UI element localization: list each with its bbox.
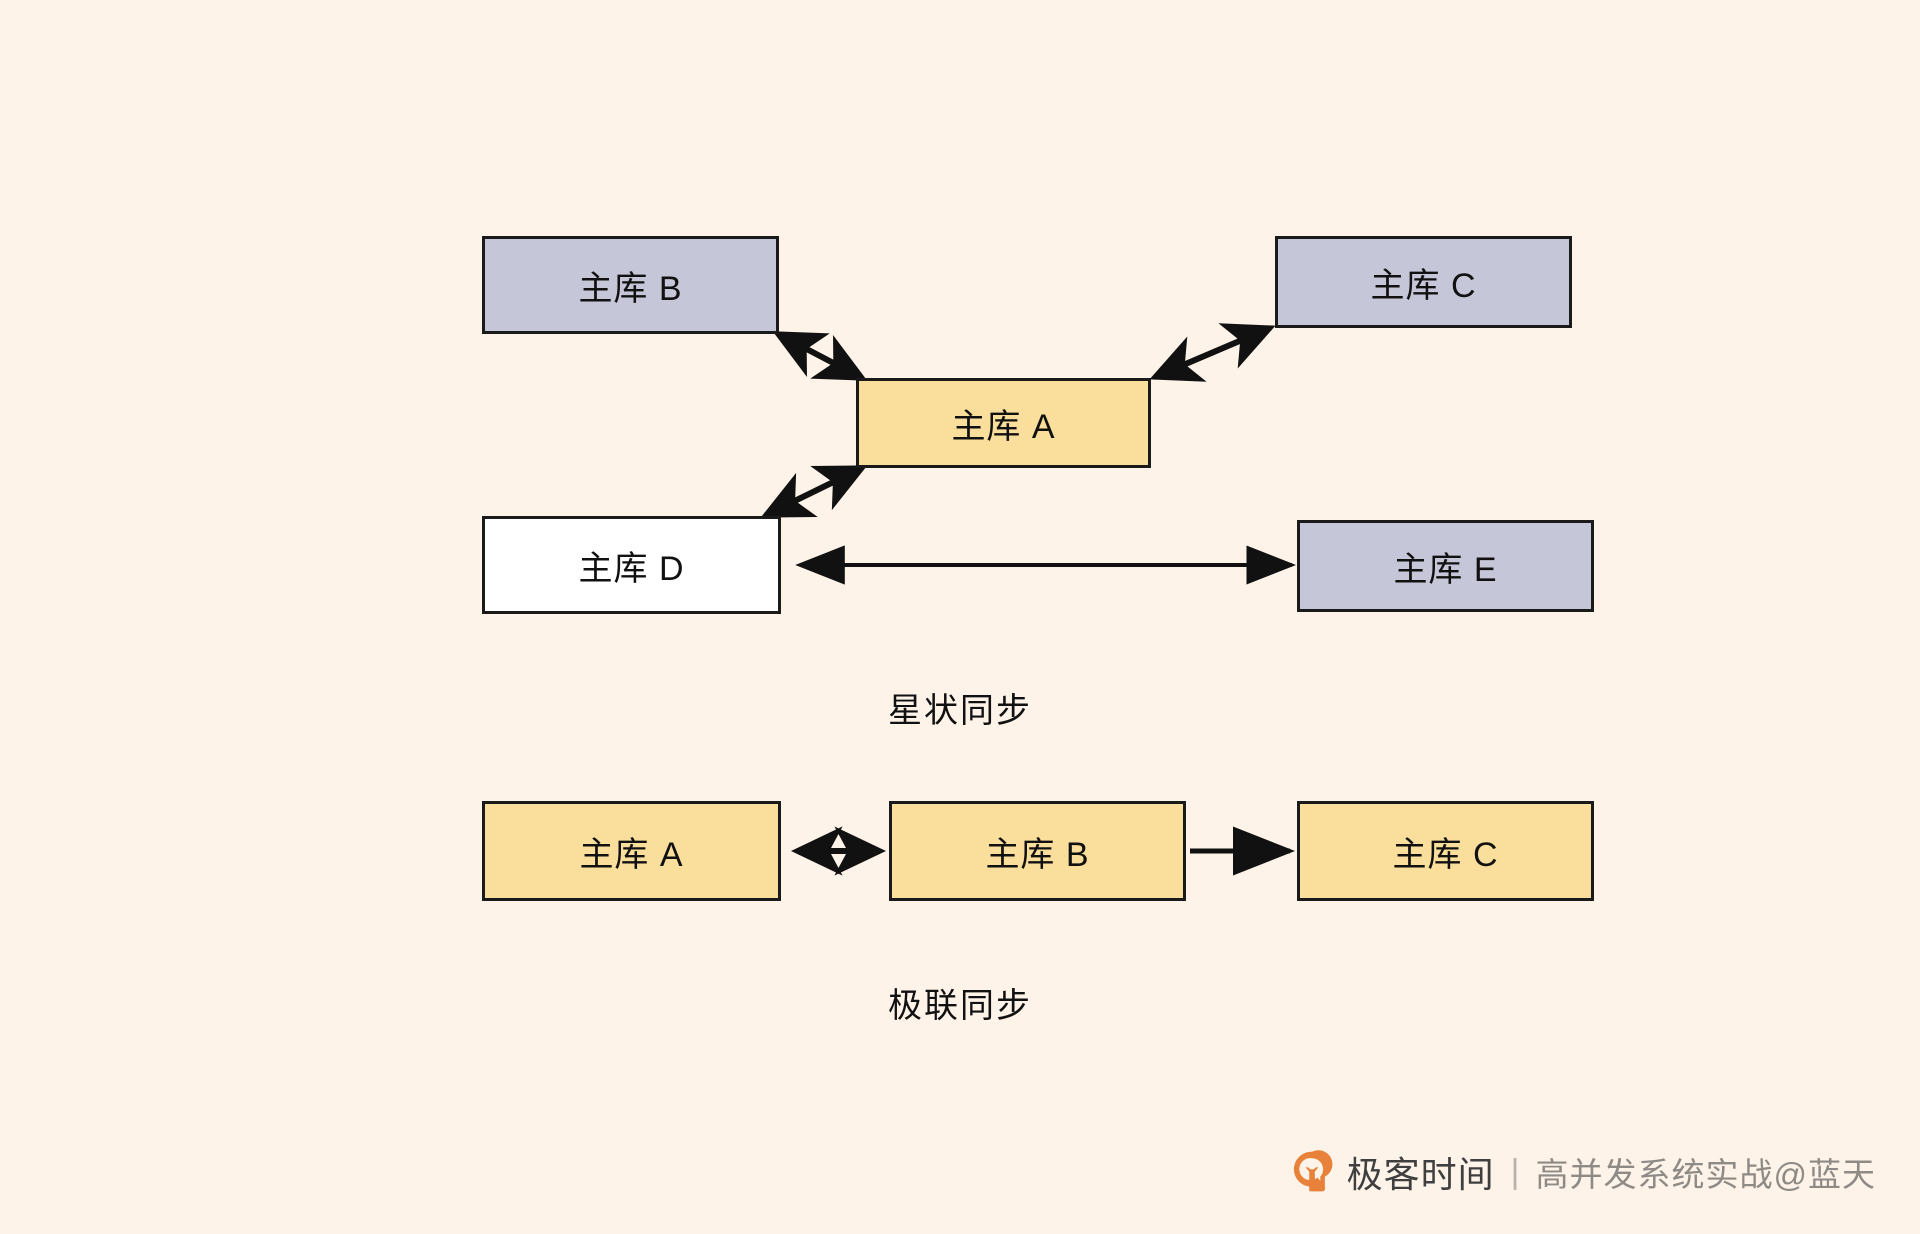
edge-a-d (760, 465, 868, 518)
node-cascade-master-a[interactable]: 主库 A (482, 801, 781, 901)
node-cascade-master-b[interactable]: 主库 B (889, 801, 1186, 901)
geek-time-logo-icon (1293, 1150, 1333, 1192)
node-label: 主库 E (1393, 550, 1498, 589)
caption-cascade-sync: 极联同步 (810, 978, 1110, 1027)
edge-a-c (1149, 323, 1276, 382)
node-label: 主库 A (951, 407, 1056, 446)
node-star-master-b[interactable]: 主库 B (482, 236, 779, 334)
node-star-master-e[interactable]: 主库 E (1297, 520, 1594, 612)
node-star-master-c[interactable]: 主库 C (1275, 236, 1572, 328)
edge-a-b (772, 331, 868, 381)
caption-star-sync: 星状同步 (810, 683, 1110, 732)
watermark: 极客时间 | 高并发系统实战@蓝天 (1289, 1146, 1876, 1198)
node-cascade-master-c[interactable]: 主库 C (1297, 801, 1594, 901)
node-label: 主库 B (985, 835, 1090, 874)
node-label: 主库 C (1392, 835, 1499, 874)
watermark-brand: 极客时间 (1346, 1154, 1495, 1195)
node-star-master-a[interactable]: 主库 A (856, 378, 1151, 468)
watermark-subtitle: 高并发系统实战@蓝天 (1535, 1156, 1876, 1193)
node-label: 主库 A (579, 835, 684, 874)
node-star-master-d[interactable]: 主库 D (482, 516, 781, 614)
node-label: 主库 B (578, 269, 683, 308)
caption-text: 星状同步 (888, 692, 1032, 730)
watermark-separator: | (1510, 1152, 1520, 1191)
caption-text: 极联同步 (888, 987, 1032, 1025)
node-label: 主库 C (1370, 266, 1477, 305)
node-label: 主库 D (578, 549, 685, 588)
